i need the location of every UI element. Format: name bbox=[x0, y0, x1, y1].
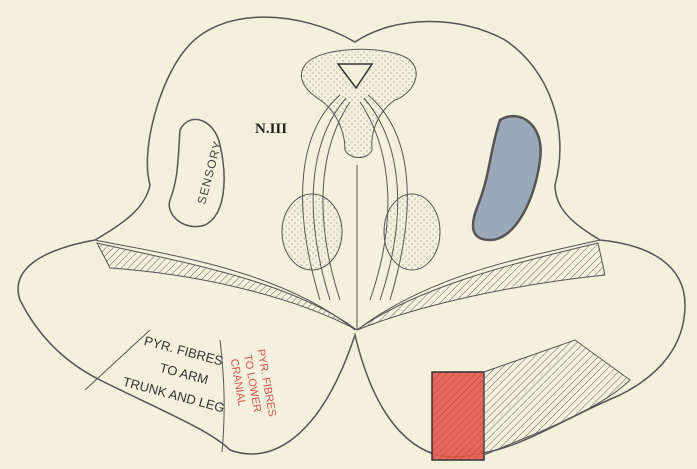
nerve-label: N.III bbox=[255, 121, 287, 137]
red-nucleus-right bbox=[384, 194, 440, 270]
red-nucleus-left bbox=[282, 194, 342, 270]
